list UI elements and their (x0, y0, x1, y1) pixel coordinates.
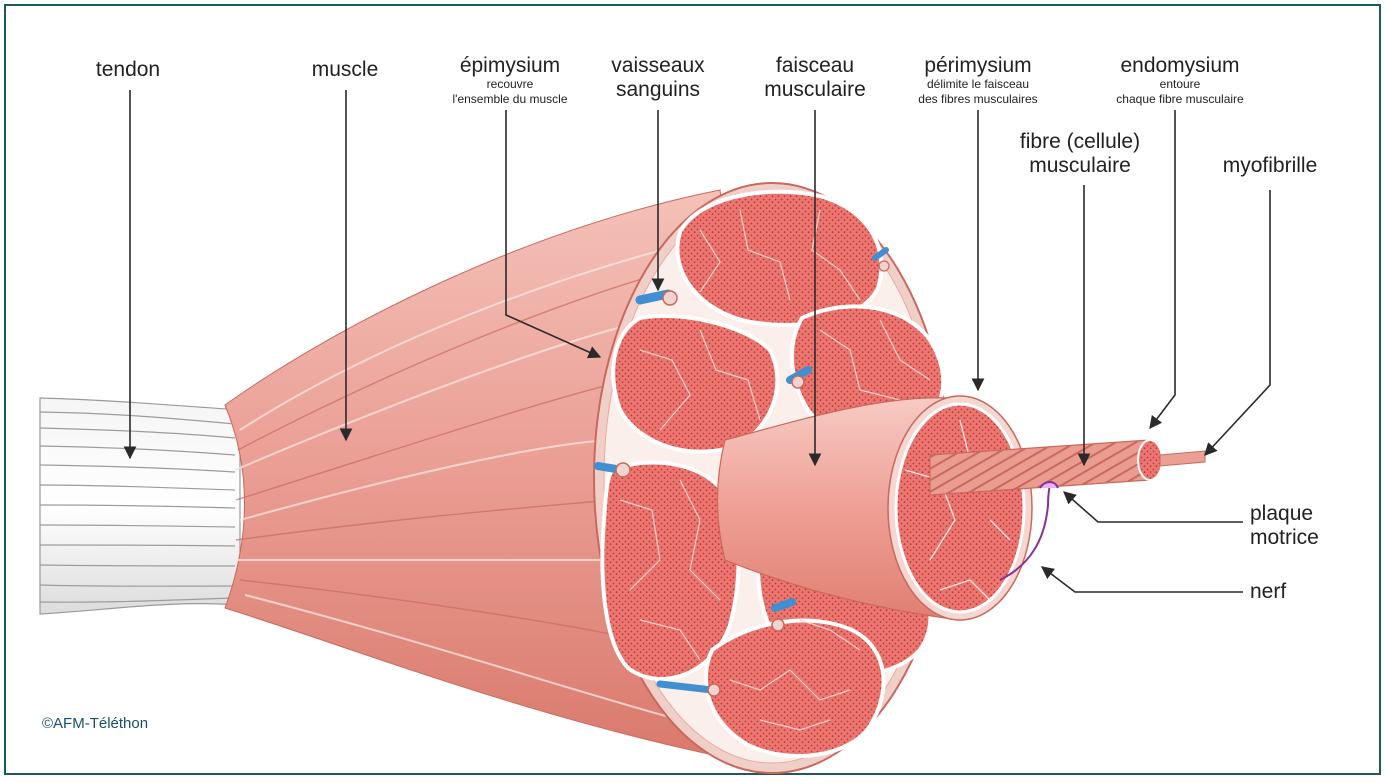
label-epimysium-desc-1: recouvre (487, 77, 534, 91)
label-faisceau-2: musculaire (764, 78, 866, 101)
label-endomysium-desc-2: chaque fibre musculaire (1116, 92, 1244, 106)
tendon-shape (40, 398, 240, 614)
label-epimysium: épimysium (460, 54, 560, 77)
label-perimysium-desc-2: des fibres musculaires (918, 92, 1037, 106)
label-muscle: muscle (312, 58, 379, 81)
label-plaque-2: motrice (1250, 526, 1319, 549)
label-endomysium-desc-1: entoure (1160, 77, 1201, 91)
label-fibre-2: musculaire (1029, 154, 1131, 177)
label-myofibrille: myofibrille (1223, 154, 1318, 177)
label-nerf: nerf (1250, 580, 1286, 603)
label-fibre-1: fibre (cellule) (1020, 130, 1140, 153)
label-vaisseaux-2: sanguins (616, 78, 700, 101)
label-endomysium: endomysium (1120, 54, 1239, 77)
label-perimysium: périmysium (924, 54, 1031, 77)
label-tendon: tendon (96, 58, 160, 81)
label-epimysium-desc-2: l'ensemble du muscle (452, 92, 567, 106)
label-vaisseaux-1: vaisseaux (611, 54, 705, 77)
label-faisceau-1: faisceau (776, 54, 854, 77)
label-perimysium-desc-1: délimite le faisceau (927, 77, 1029, 91)
label-plaque-1: plaque (1250, 502, 1313, 525)
copyright-notice: ©AFM-Téléthon (38, 713, 152, 734)
